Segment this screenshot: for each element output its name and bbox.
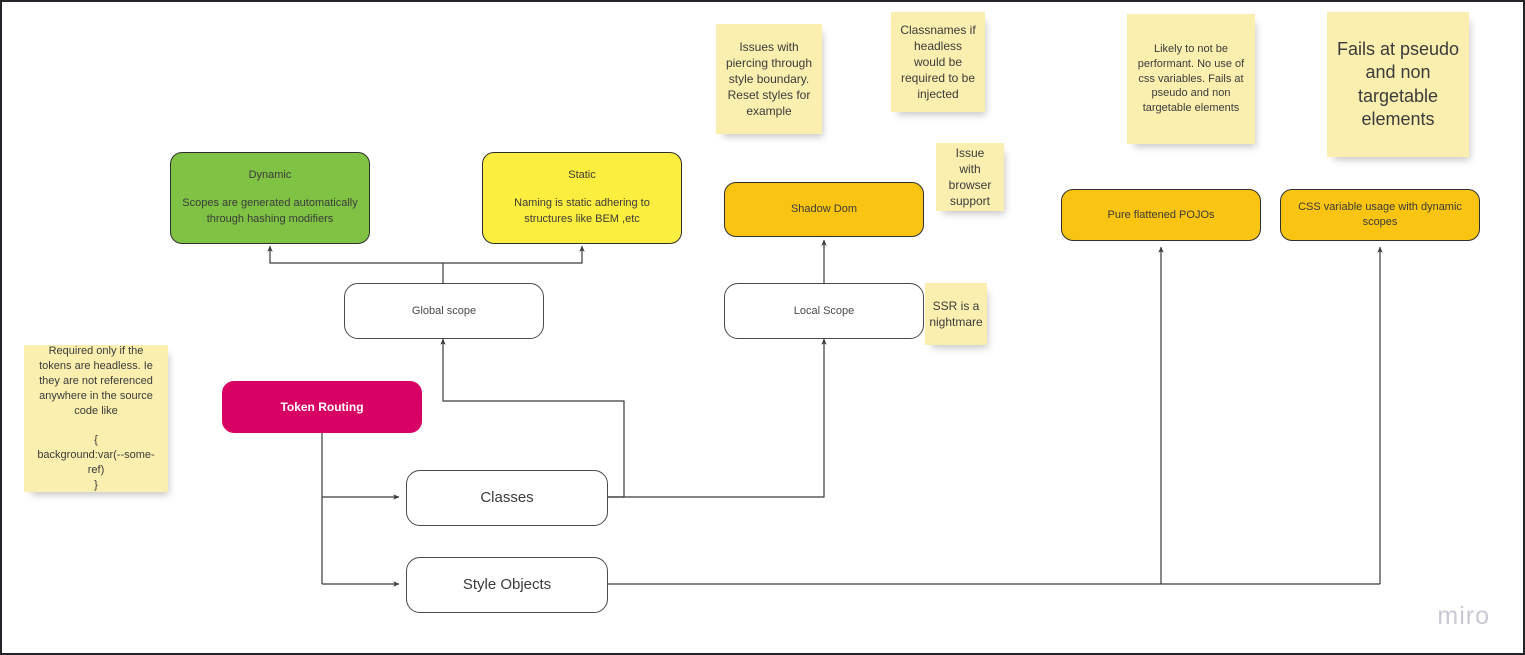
sticky-note-pseudo-text: Fails at pseudo and non targetable eleme… [1336,38,1460,129]
node-local-scope[interactable]: Local Scope [724,283,924,339]
node-pure-flattened-pojos[interactable]: Pure flattened POJOs [1061,189,1261,241]
node-pure-flattened-pojos-title: Pure flattened POJOs [1107,208,1215,221]
node-classes-title: Classes [480,488,534,506]
node-css-variable-usage-title: CSS variable usage with dynamic scopes [1298,201,1462,228]
node-shadow-dom[interactable]: Shadow Dom [724,182,924,237]
sticky-note-performant-text: Likely to not be performant. No use of c… [1137,42,1245,115]
sticky-note-ssr[interactable]: SSR is a nightmare [925,283,987,345]
node-static[interactable]: Static Naming is static adhering to stru… [482,152,682,244]
node-dynamic-title: Dynamic [248,168,292,181]
node-token-routing[interactable]: Token Routing [222,381,422,433]
sticky-note-browser-support[interactable]: Issue with browser support [936,143,1004,211]
node-style-objects-title: Style Objects [462,575,552,593]
node-global-scope-title: Global scope [411,304,477,317]
connector-classes-to-localscope [608,338,827,498]
node-local-scope-title: Local Scope [793,304,855,317]
node-dynamic[interactable]: Dynamic Scopes are generated automatical… [170,152,370,244]
sticky-note-pseudo[interactable]: Fails at pseudo and non targetable eleme… [1327,12,1469,157]
node-token-routing-title: Token Routing [280,399,364,414]
miro-watermark: miro [1437,602,1490,630]
node-classes[interactable]: Classes [406,470,608,526]
node-static-subtitle: Naming is static adhering to structures … [514,197,650,226]
node-css-variable-usage[interactable]: CSS variable usage with dynamic scopes [1280,189,1480,241]
node-static-title: Static [568,168,596,181]
node-style-objects[interactable]: Style Objects [406,557,608,613]
sticky-note-tokens-headless[interactable]: Required only if the tokens are headless… [24,345,168,492]
connector-globalscope-to-static [443,245,585,264]
connector-globalscope-to-dynamic [267,245,443,264]
sticky-note-classnames-text: Classnames if headless would be required… [900,22,976,102]
sticky-note-piercing[interactable]: Issues with piercing through style bound… [716,24,822,134]
node-global-scope[interactable]: Global scope [344,283,544,339]
sticky-note-performant[interactable]: Likely to not be performant. No use of c… [1127,14,1255,144]
node-dynamic-subtitle: Scopes are generated automatically throu… [182,197,358,226]
sticky-note-browser-support-text: Issue with browser support [948,145,992,209]
node-shadow-dom-title: Shadow Dom [790,203,858,216]
sticky-note-classnames[interactable]: Classnames if headless would be required… [891,12,985,112]
sticky-note-ssr-text: SSR is a nightmare [929,298,983,329]
sticky-note-piercing-text: Issues with piercing through style bound… [725,39,813,119]
sticky-note-tokens-headless-text: Required only if the tokens are headless… [37,345,155,491]
